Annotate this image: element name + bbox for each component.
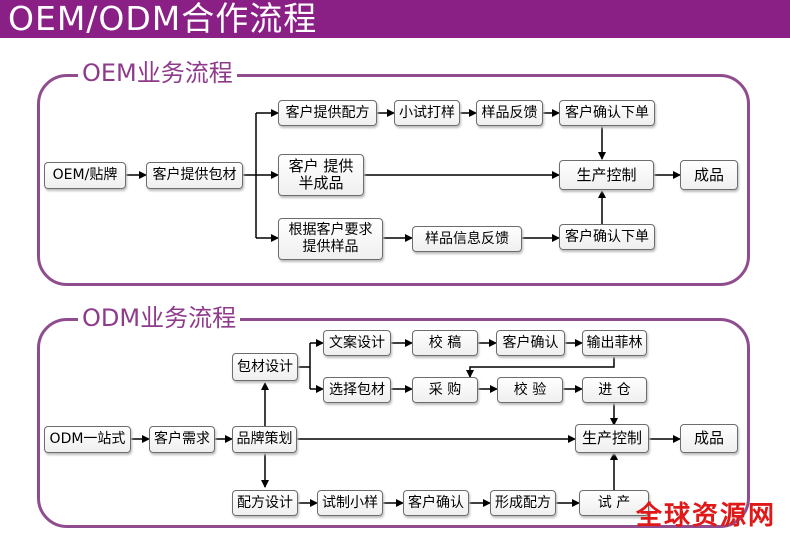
odm-panel xyxy=(37,318,750,528)
oem-sample-info-feedback-box: 样品信息反馈 xyxy=(412,226,522,252)
odm-warehouse-box: 进 仓 xyxy=(582,377,647,403)
odm-film-output-box: 输出菲林 xyxy=(582,330,647,356)
oem-start-box: OEM/贴牌 xyxy=(44,162,126,189)
title-bar: OEM/ODM合作流程 xyxy=(0,0,790,38)
odm-section-title: ODM业务流程 xyxy=(78,304,241,332)
oem-trial-box: 小试打样 xyxy=(394,100,460,126)
oem-panel xyxy=(37,74,750,286)
odm-trial-production-box: 试 产 xyxy=(579,490,649,516)
oem-confirm-order-box-2: 客户确认下单 xyxy=(559,224,655,250)
arrow-film-purchase xyxy=(466,357,615,378)
odm-customer-confirm-box-1: 客户确认 xyxy=(496,330,565,356)
odm-inspect-box: 校 验 xyxy=(497,377,563,403)
odm-choose-package-box: 选择包材 xyxy=(323,377,391,403)
odm-purchase-box: 采 购 xyxy=(412,377,478,403)
oem-semi-finished-box: 客户 提供 半成品 xyxy=(278,154,364,196)
oem-section-title: OEM业务流程 xyxy=(78,59,237,87)
odm-need-box: 客户需求 xyxy=(149,426,215,453)
odm-trial-sample-box: 试制小样 xyxy=(317,490,383,516)
odm-production-box: 生产控制 xyxy=(575,424,649,453)
watermark-logo: 全球资源网 xyxy=(635,501,776,531)
page-title: OEM/ODM合作流程 xyxy=(8,0,318,38)
odm-formula-design-box: 配方设计 xyxy=(232,490,298,516)
oem-package-box: 客户提供包材 xyxy=(146,162,243,189)
oem-formula-box: 客户提供配方 xyxy=(278,100,377,126)
odm-form-formula-box: 形成配方 xyxy=(490,490,556,516)
odm-finished-box: 成品 xyxy=(680,424,738,453)
oem-production-box: 生产控制 xyxy=(559,160,654,190)
odm-customer-confirm-box-2: 客户确认 xyxy=(403,490,469,516)
oem-confirm-order-box-1: 客户确认下单 xyxy=(559,100,655,126)
odm-copy-design-box: 文案设计 xyxy=(323,330,391,356)
odm-brand-box: 品牌策划 xyxy=(232,426,297,453)
oem-sample-feedback-box: 样品反馈 xyxy=(476,100,543,126)
odm-proofread-box: 校 稿 xyxy=(412,330,478,356)
oem-finished-box: 成品 xyxy=(680,160,738,190)
odm-package-design-box: 包材设计 xyxy=(232,353,298,381)
odm-start-box: ODM一站式 xyxy=(44,426,131,453)
oem-requirement-sample-box: 根据客户要求 提供样品 xyxy=(278,218,383,260)
